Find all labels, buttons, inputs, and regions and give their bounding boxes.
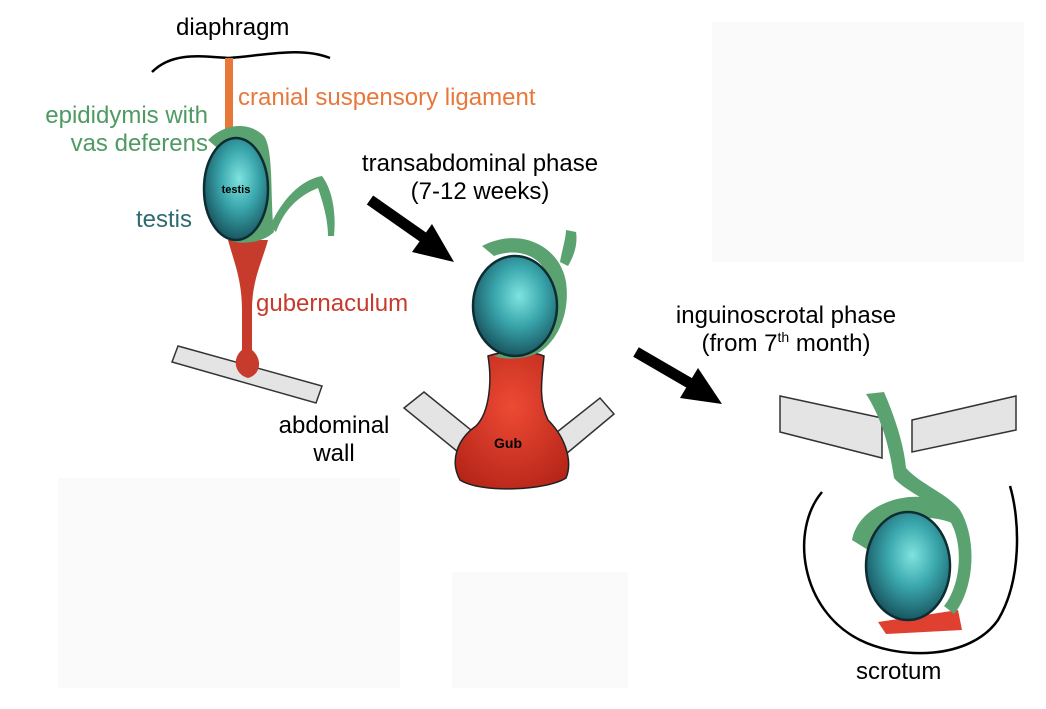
- label-inguinoscrotal-phase: inguinoscrotal phase (from 7th month): [636, 302, 936, 358]
- stage-initial: testis: [151, 50, 335, 404]
- arrow-inguinoscrotal: [633, 347, 722, 404]
- label-cranial-suspensory-ligament: cranial suspensory ligament: [238, 84, 536, 111]
- abdominal-wall-right: [911, 395, 1017, 453]
- gubernaculum-shape: [228, 240, 268, 378]
- vas-deferens-loop: [270, 176, 335, 236]
- background-patch: [452, 572, 628, 688]
- label-diaphragm: diaphragm: [176, 14, 290, 41]
- background-patch: [712, 22, 1024, 262]
- label-scrotum: scrotum: [856, 658, 942, 685]
- vas-deferens-path: [866, 392, 972, 614]
- label-inguinoscrotal-line2: (from 7th month): [636, 330, 936, 358]
- label-transabdominal-line1: transabdominal phase: [361, 150, 599, 177]
- background-patch: [58, 478, 400, 688]
- gubernaculum-shape: [454, 350, 570, 490]
- label-gubernaculum: gubernaculum: [256, 290, 409, 317]
- label-transabdominal-phase: transabdominal phase (7-12 weeks): [330, 150, 630, 206]
- label-epididymis: epididymis with vas deferens: [18, 102, 208, 158]
- gub-inner-label: Gub: [494, 435, 522, 451]
- label-abdominal-wall-line1: abdominal: [278, 412, 390, 439]
- epididymis-body: [852, 496, 955, 550]
- testis-oval: [471, 254, 559, 358]
- label-epididymis-line2: vas deferens: [70, 130, 208, 157]
- abdominal-wall-left: [779, 395, 883, 459]
- testis-inner-label: testis: [222, 184, 251, 196]
- cranial-suspensory-ligament: [225, 58, 233, 130]
- testis-oval: [202, 136, 270, 242]
- label-testis: testis: [136, 206, 193, 233]
- stage-transabdominal: Gub: [402, 230, 616, 490]
- label-epididymis-line1: epididymis with: [45, 102, 208, 129]
- label-abdominal-wall-line2: wall: [313, 440, 355, 467]
- label-inguinoscrotal-line1: inguinoscrotal phase: [675, 302, 897, 329]
- diaphragm-line: [151, 50, 331, 73]
- label-abdominal-wall: abdominal wall: [262, 412, 406, 468]
- label-inguinoscrotal-post: month): [789, 330, 871, 357]
- stage-inguinoscrotal: [779, 392, 1019, 655]
- label-inguinoscrotal-pre: (from 7: [701, 330, 778, 357]
- label-transabdominal-line2: (7-12 weeks): [410, 178, 550, 205]
- vas-deferens-segment: [560, 230, 577, 266]
- testis-oval: [864, 510, 952, 622]
- arrow-transabdominal: [366, 195, 454, 262]
- label-inguinoscrotal-sup: th: [777, 329, 790, 345]
- scrotum-outline: [803, 485, 1019, 655]
- gubernaculum-remnant: [878, 610, 962, 634]
